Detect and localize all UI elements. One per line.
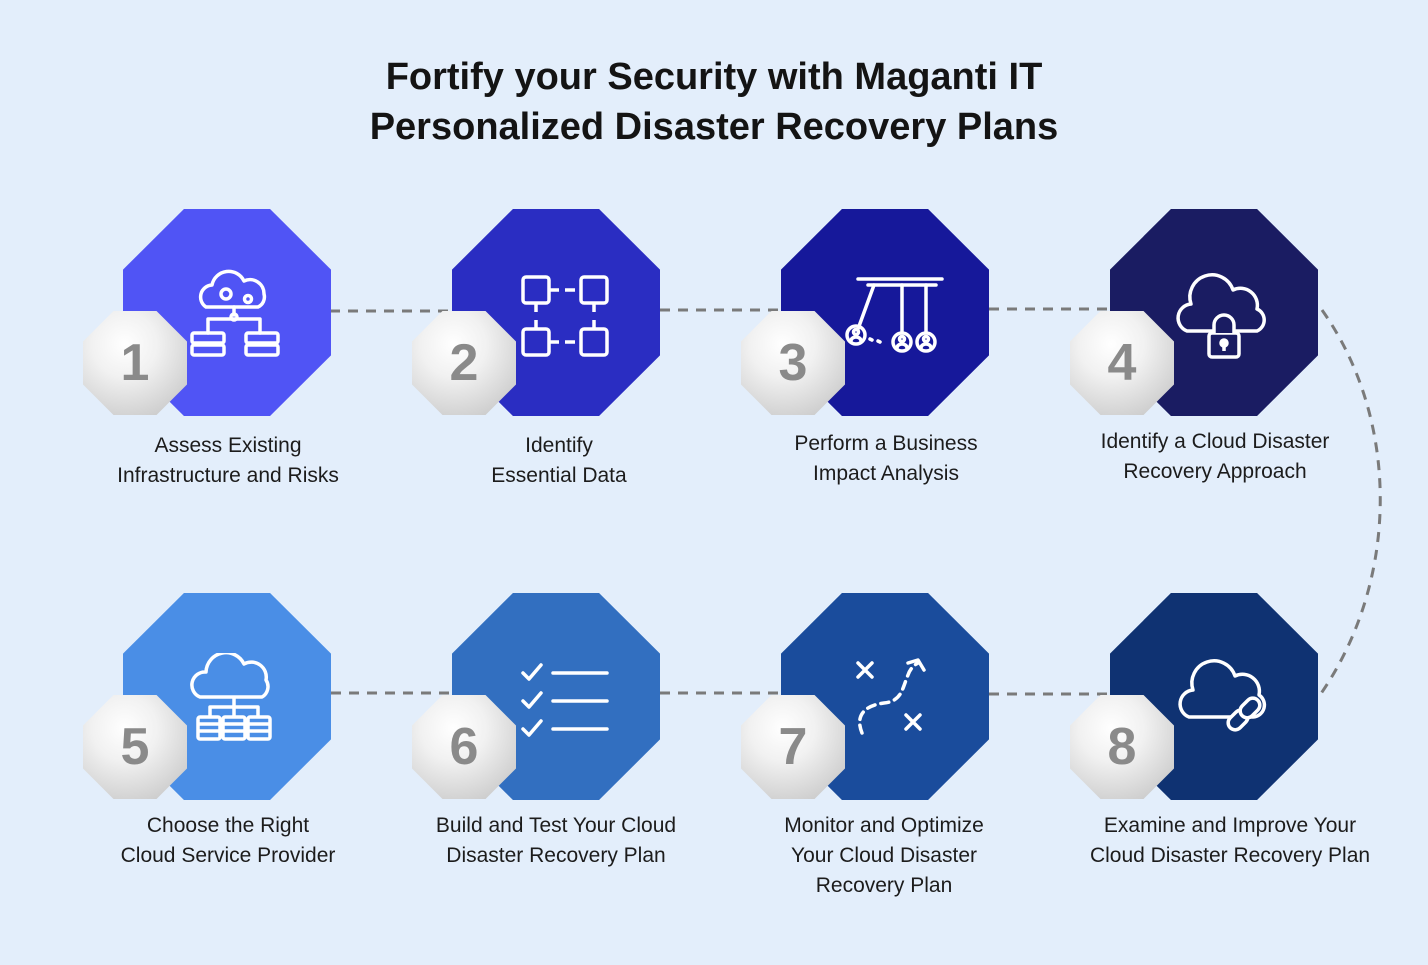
step-5-label: Choose the Right Cloud Service Provider bbox=[0, 811, 458, 871]
step-5-label-line-1: Choose the Right bbox=[146, 814, 310, 837]
step-8-label-line-1: Examine and Improve Your bbox=[1103, 814, 1357, 837]
step-8-label: Examine and Improve Your Cloud Disaster … bbox=[1000, 811, 1428, 871]
step-6-label-line-2: Disaster Recovery Plan bbox=[446, 844, 666, 867]
checklist-icon bbox=[521, 663, 609, 737]
step-6-label: Build and Test Your Cloud Disaster Recov… bbox=[326, 811, 786, 871]
cloud-network-icon bbox=[190, 653, 272, 741]
step-1-label-line-1: Assess Existing bbox=[154, 434, 302, 457]
step-8-label-line-2: Cloud Disaster Recovery Plan bbox=[1089, 844, 1371, 867]
strategy-path-icon bbox=[856, 658, 926, 735]
step-6: 6 Build and Test Your Cloud Disaster Rec… bbox=[329, 593, 676, 913]
step-3-label: Perform a Business Impact Analysis bbox=[656, 429, 1116, 489]
hanging-people-icon bbox=[845, 277, 944, 353]
step-3-label-line-1: Perform a Business bbox=[794, 432, 978, 455]
page-title: Fortify your Security with Maganti IT Pe… bbox=[0, 52, 1428, 152]
connector-4-8 bbox=[1318, 309, 1382, 696]
title-line-2: Personalized Disaster Recovery Plans bbox=[369, 106, 1059, 148]
step-5-number-badge: 5 bbox=[83, 695, 187, 799]
step-4-label-line-2: Recovery Approach bbox=[1123, 460, 1307, 483]
step-8: 8 Examine and Improve Your Cloud Disaste… bbox=[987, 593, 1370, 913]
step-2-number-badge: 2 bbox=[412, 311, 516, 415]
step-7-label-line-1: Monitor and Optimize bbox=[784, 814, 984, 837]
step-3-number-badge: 3 bbox=[741, 311, 845, 415]
step-7-number-badge: 7 bbox=[741, 695, 845, 799]
connected-boxes-icon bbox=[521, 275, 609, 357]
step-1-label-line-2: Infrastructure and Risks bbox=[117, 464, 339, 487]
step-3: 3 Perform a Business Impact Analysis bbox=[658, 209, 989, 529]
step-6-label-line-1: Build and Test Your Cloud bbox=[435, 814, 677, 837]
step-4-number-badge: 4 bbox=[1070, 311, 1174, 415]
step-3-label-line-2: Impact Analysis bbox=[813, 462, 959, 485]
step-4: 4 Identify a Cloud Disaster Recovery App… bbox=[987, 209, 1329, 529]
cloud-link-icon bbox=[1178, 659, 1267, 732]
step-1-number-badge: 1 bbox=[83, 311, 187, 415]
step-8-number-badge: 8 bbox=[1070, 695, 1174, 799]
step-7-label: Monitor and Optimize Your Cloud Disaster… bbox=[654, 811, 1114, 901]
step-7: 7 Monitor and Optimize Your Cloud Disast… bbox=[658, 593, 989, 913]
cloud-gears-servers-icon bbox=[190, 269, 280, 357]
step-1-label: Assess Existing Infrastructure and Risks bbox=[0, 431, 458, 491]
title-line-1: Fortify your Security with Maganti IT bbox=[385, 56, 1043, 98]
step-7-label-line-2: Your Cloud Disaster bbox=[791, 844, 977, 867]
step-2-label: Identify Essential Data bbox=[329, 431, 789, 491]
step-4-label-line-1: Identify a Cloud Disaster bbox=[1100, 430, 1330, 453]
step-2-label-line-2: Essential Data bbox=[491, 464, 627, 487]
step-2-label-line-1: Identify bbox=[525, 434, 593, 457]
step-1: 1 Assess Existing Infrastructure and Ris… bbox=[0, 209, 339, 529]
step-7-label-line-3: Recovery Plan bbox=[815, 874, 953, 897]
step-4-label: Identify a Cloud Disaster Recovery Appro… bbox=[985, 427, 1428, 487]
step-6-number-badge: 6 bbox=[412, 695, 516, 799]
step-5: 5 Choose the Right Cloud Service Provide… bbox=[0, 593, 335, 913]
step-5-label-line-2: Cloud Service Provider bbox=[120, 844, 336, 867]
cloud-lock-icon bbox=[1176, 273, 1266, 359]
step-2: 2 Identify Essential Data bbox=[329, 209, 660, 529]
